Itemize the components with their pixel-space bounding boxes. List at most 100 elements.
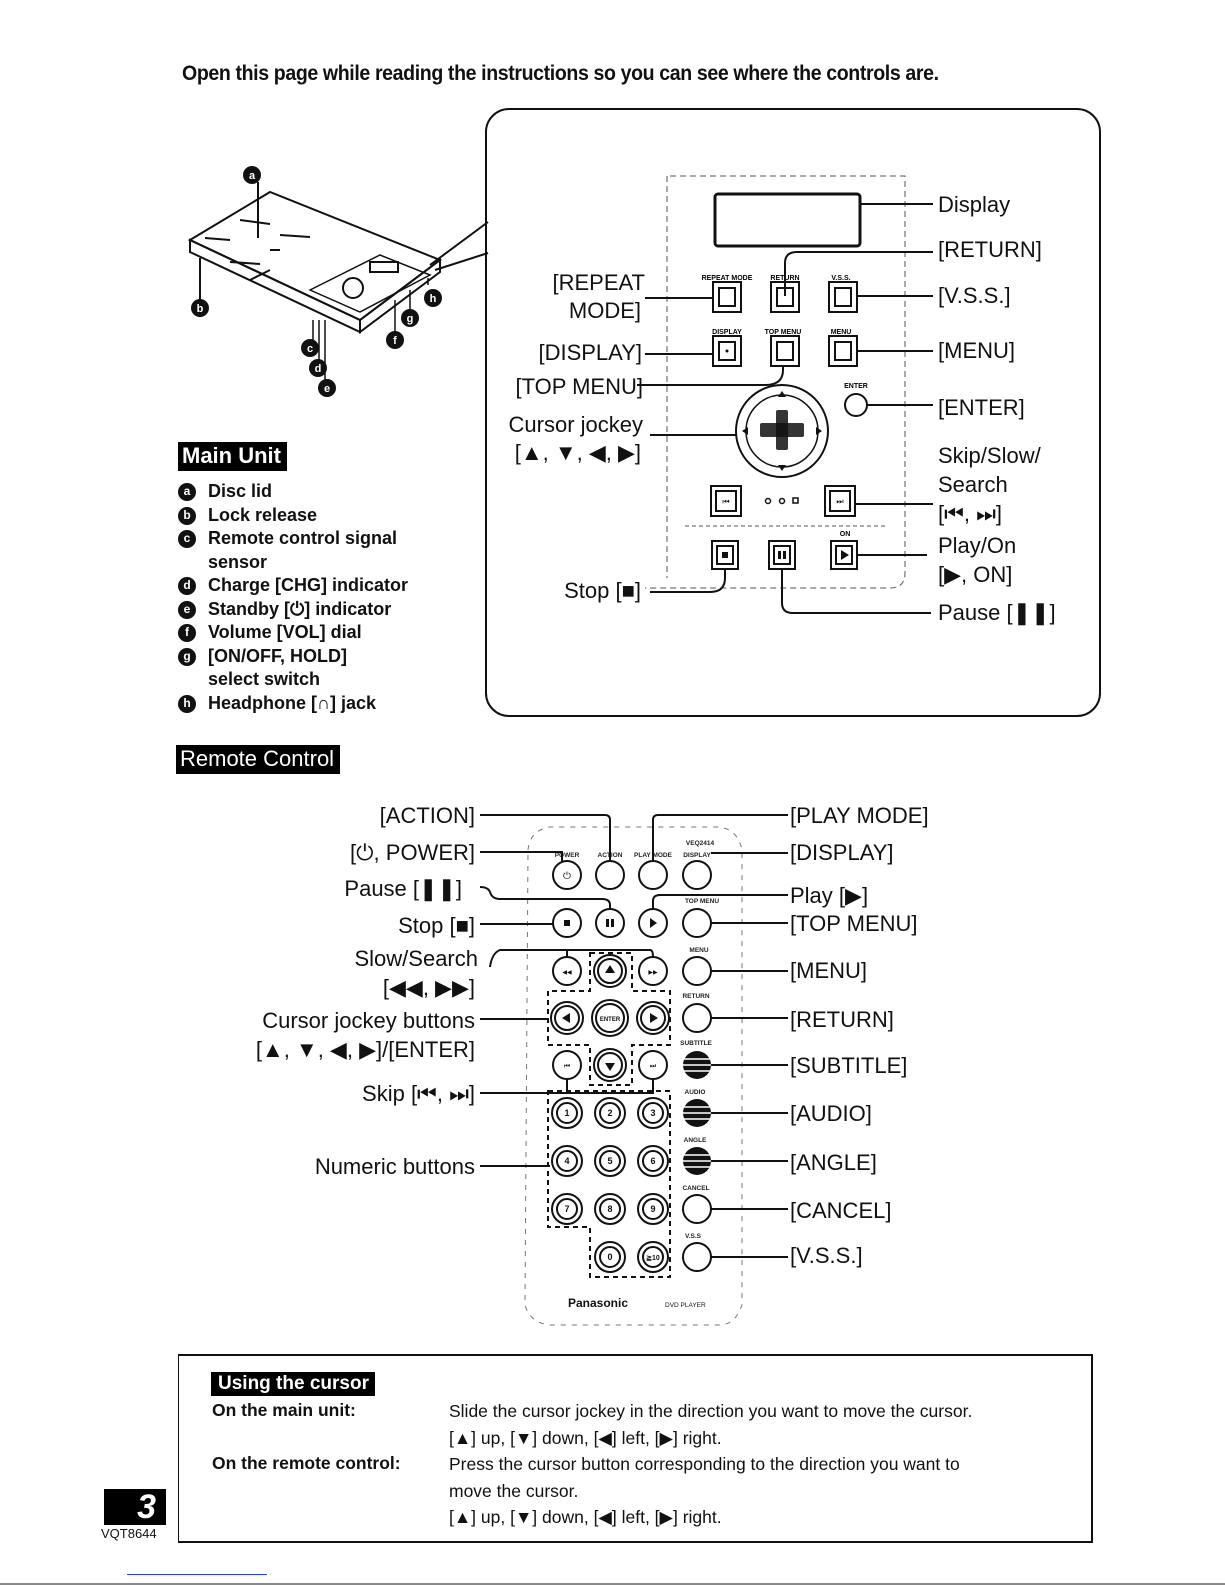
callout-f [386,331,404,349]
stop-icon [722,552,728,558]
svg-text:4: 4 [564,1156,569,1166]
page-bottom-rule [0,1583,1225,1585]
vss-button-remote[interactable] [682,1242,712,1272]
main-unit-heading: Main Unit [178,442,287,471]
remote-control-heading: Remote Control [176,745,341,774]
callout-play-line1: Play/On [938,533,1017,558]
svg-text:1: 1 [564,1108,569,1118]
callout-cursor-buttons: Cursor jockey buttons [262,1008,475,1033]
return-button-remote[interactable] [682,1003,712,1033]
main-unit-control-diagram: REPEAT MODE RETURN V.S.S. DISPLAY TOP ME… [637,175,933,614]
label-power: POWER [555,852,580,859]
skip-forward-icon: ⏭ [836,497,843,506]
label-vss: V.S.S. [831,275,850,282]
cursor-main-unit-label: On the main unit: [212,1400,356,1420]
svg-text:d: d [315,363,322,375]
angle-button[interactable] [682,1147,712,1175]
cursor-remote-text: Press the cursor button corresponding to… [449,1454,960,1527]
letter-bullet: f [178,624,196,642]
svg-text:5: 5 [607,1156,612,1166]
down-arrow-icon [605,1063,615,1071]
callout-play-mode: [PLAY MODE] [790,803,929,828]
main-unit-illustration: abc def gh [187,166,489,397]
pause-icon-remote [606,919,609,927]
menu-button-remote[interactable] [682,956,712,986]
callout-pause: Pause [❚❚] [938,600,1056,625]
callout-subtitle: [SUBTITLE] [790,1053,908,1078]
enter-button[interactable] [844,393,868,417]
callout-stop-remote: Stop [■] [398,913,475,938]
power-button[interactable] [552,860,582,890]
subtitle-button[interactable] [682,1051,712,1079]
display-button-remote[interactable] [682,860,712,890]
svg-text:≧10: ≧10 [646,1255,660,1262]
svg-text:3: 3 [650,1108,655,1118]
svg-text:2: 2 [607,1108,612,1118]
svg-text:c: c [307,343,313,355]
document-code: VQT8644 [101,1526,157,1541]
callout-top-menu-remote: [TOP MENU] [790,911,918,936]
audio-button[interactable] [682,1099,712,1127]
rewind-icon: ◀◀ [562,970,572,976]
label-top-menu: TOP MENU [765,329,802,336]
pause-icon [778,551,781,559]
svg-text:7: 7 [564,1204,569,1214]
play-icon [841,550,849,560]
letter-bullet: a [178,483,196,501]
label-menu-remote: MENU [689,947,708,954]
letter-bullet: c [178,530,196,548]
callout-play-line2: [▶, ON] [938,562,1013,587]
svg-text:8: 8 [607,1204,612,1214]
up-arrow-icon [605,965,615,973]
label-repeat-mode: REPEAT MODE [702,275,753,282]
label-menu: MENU [831,329,852,336]
callout-angle: [ANGLE] [790,1150,877,1175]
label-on: ON [840,531,851,538]
legend-item: g[ON/OFF, HOLD] select switch [178,645,408,692]
play-mode-button[interactable] [638,860,668,890]
callout-cancel: [CANCEL] [790,1198,892,1223]
callout-display-remote: [DISPLAY] [790,840,894,865]
page-headline: Open this page while reading the instruc… [182,62,939,85]
callout-g [401,309,419,327]
callout-menu-remote: [MENU] [790,958,867,983]
callout-display-button: [DISPLAY] [538,340,642,365]
label-subtitle: SUBTITLE [680,1040,712,1047]
callout-repeat-mode-line2: MODE] [568,298,641,323]
action-button[interactable] [595,860,625,890]
callout-play-remote: Play [▶] [790,883,869,908]
svg-text:f: f [393,335,397,347]
callout-skip-line3: [⏮, ⏭] [938,501,1003,526]
callout-cursor-jockey-arrows: [▲, ▼, ◀, ▶] [514,440,641,465]
cancel-button[interactable] [682,1194,712,1224]
callout-enter: [ENTER] [938,395,1025,420]
callout-e [318,379,336,397]
callout-skip-line1: Skip/Slow/ [938,443,1041,468]
display-window [713,192,862,248]
callout-h [424,289,442,307]
svg-text:b: b [197,303,204,315]
letter-bullet: h [178,694,196,713]
using-cursor-box [178,1354,1093,1543]
svg-text:a: a [249,170,256,182]
svg-text:9: 9 [650,1204,655,1214]
cursor-main-unit-text: Slide the cursor jockey in the direction… [449,1401,973,1448]
top-menu-button-remote[interactable] [682,908,712,938]
pause-button-remote[interactable] [595,908,625,938]
callout-vss: [V.S.S.] [938,283,1011,308]
callout-b [191,299,209,317]
footer-link-underline[interactable] [127,1574,267,1575]
page-number: 3 [104,1489,166,1525]
callout-slow-search-arrows: [◀◀, ▶▶] [382,975,475,1000]
callout-c [301,339,319,357]
label-angle: ANGLE [684,1137,707,1144]
skip-back-icon: ⏮ [722,497,729,506]
callout-slow-search: Slow/Search [354,946,478,971]
cursor-remote-label: On the remote control: [212,1453,401,1473]
letter-bullet: g [178,647,196,666]
letter-bullet: b [178,506,196,525]
